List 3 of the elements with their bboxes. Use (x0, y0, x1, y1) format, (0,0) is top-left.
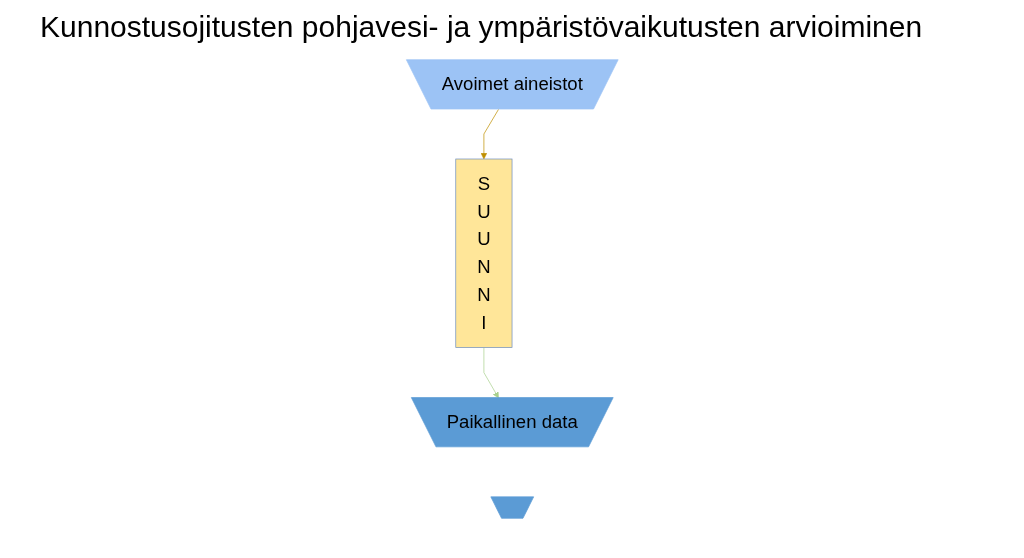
node-trapezoid (490, 496, 534, 519)
diagram-title: Kunnostusojitusten pohjavesi- ja ympäristövaikutusten arvioiminen (40, 10, 924, 44)
node-box: S U U N N I (455, 158, 513, 348)
